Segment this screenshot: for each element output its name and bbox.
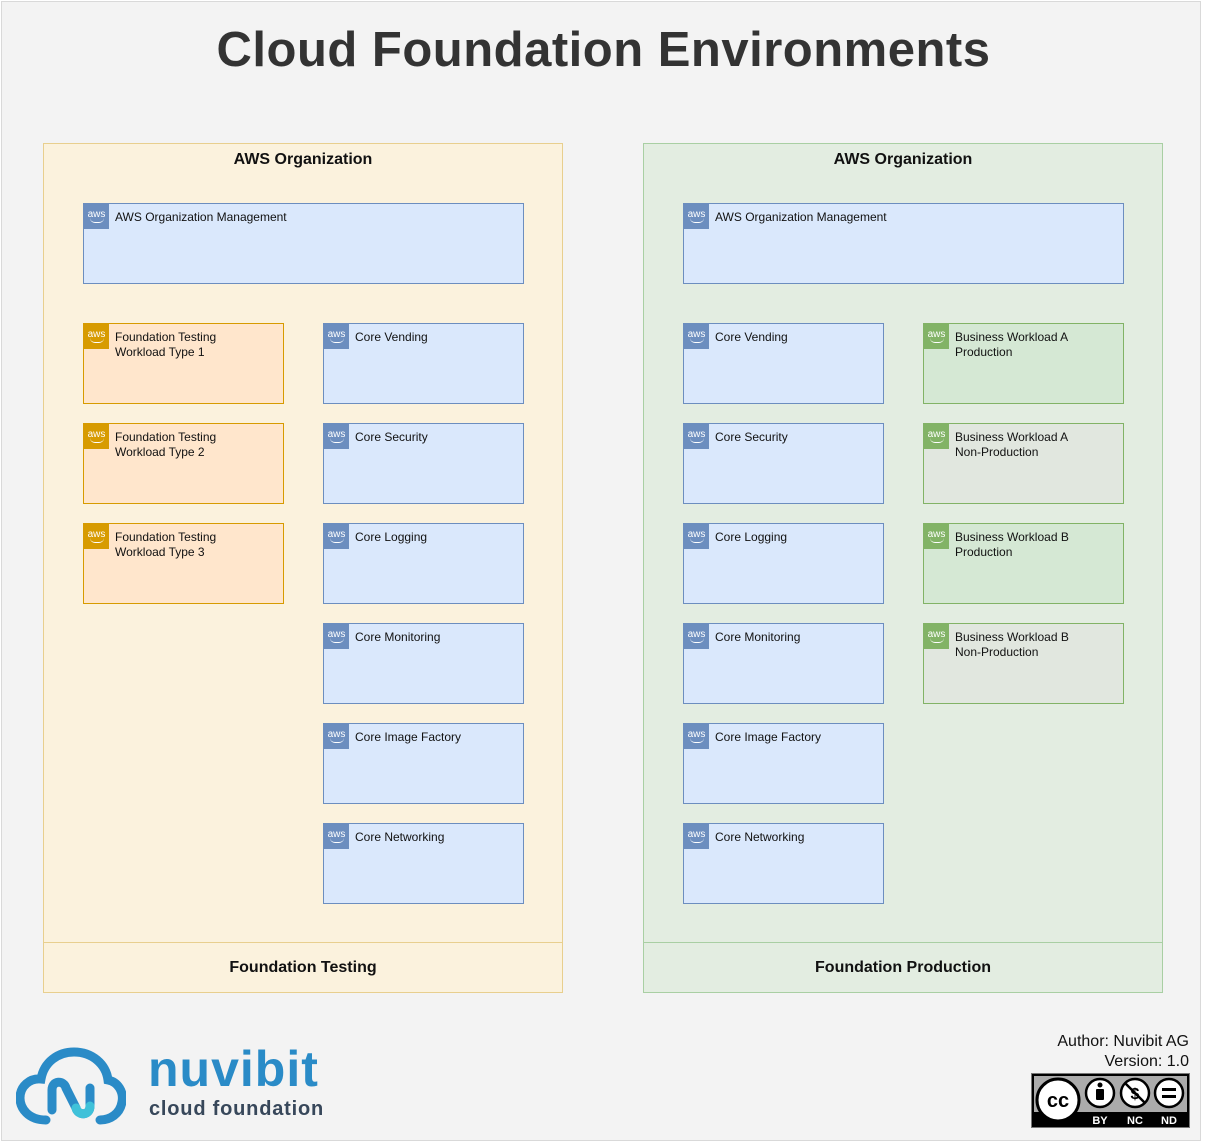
version-text: Version: 1.0 bbox=[1104, 1053, 1190, 1070]
cc-text: cc bbox=[1047, 1090, 1069, 1112]
diagram-title: Cloud Foundation Environments bbox=[216, 23, 991, 77]
author-text: Author: Nuvibit AG bbox=[1057, 1033, 1189, 1050]
aws-icon: aws bbox=[684, 524, 709, 549]
aws-icon: aws bbox=[684, 624, 709, 649]
account-core-logging: aws Core Logging bbox=[323, 523, 524, 604]
aws-icon: aws bbox=[924, 324, 949, 349]
aws-icon: aws bbox=[684, 324, 709, 349]
account-core-networking: aws Core Networking bbox=[683, 823, 884, 904]
account-core-image-factory: aws Core Image Factory bbox=[683, 723, 884, 804]
account-business-workload-b-nonprod: aws Business Workload B Non-Production bbox=[923, 623, 1124, 704]
cc-license-badge: cc $ BY NC ND bbox=[1031, 1073, 1190, 1128]
org-foundation-testing: AWS Organization aws AWS Organization Ma… bbox=[43, 143, 563, 993]
aws-icon: aws bbox=[84, 424, 109, 449]
account-core-security: aws Core Security bbox=[683, 423, 884, 504]
aws-icon: aws bbox=[684, 824, 709, 849]
account-business-workload-a-prod: aws Business Workload A Production bbox=[923, 323, 1124, 404]
account-core-security: aws Core Security bbox=[323, 423, 524, 504]
account-label: Core Image Factory bbox=[355, 730, 462, 744]
aws-icon: aws bbox=[324, 424, 349, 449]
org-label: AWS Organization bbox=[233, 151, 373, 168]
account-label: Core Image Factory bbox=[715, 730, 822, 744]
brand-tagline: cloud foundation bbox=[149, 1098, 324, 1120]
account-testing-workload-3: aws Foundation Testing Workload Type 3 bbox=[83, 523, 284, 604]
account-testing-workload-1: aws Foundation Testing Workload Type 1 bbox=[83, 323, 284, 404]
account-core-image-factory: aws Core Image Factory bbox=[323, 723, 524, 804]
account-label: Core Vending bbox=[715, 330, 788, 344]
account-label: Core Security bbox=[715, 430, 788, 444]
account-label: Business Workload B Production bbox=[955, 530, 1069, 559]
account-core-monitoring: aws Core Monitoring bbox=[683, 623, 884, 704]
cloud-logo-icon bbox=[15, 1047, 127, 1125]
aws-icon: aws bbox=[924, 624, 949, 649]
org-footer: Foundation Production bbox=[643, 942, 1163, 993]
org-footer: Foundation Testing bbox=[43, 942, 563, 993]
aws-icon: aws bbox=[684, 724, 709, 749]
environment-label: Foundation Production bbox=[815, 959, 991, 976]
aws-icon: aws bbox=[324, 524, 349, 549]
environment-label: Foundation Testing bbox=[229, 959, 377, 976]
aws-icon: aws bbox=[84, 524, 109, 549]
account-org-management: aws AWS Organization Management bbox=[683, 203, 1124, 284]
aws-icon: aws bbox=[324, 724, 349, 749]
account-label: Core Monitoring bbox=[715, 630, 801, 644]
account-core-networking: aws Core Networking bbox=[323, 823, 524, 904]
account-label: Foundation Testing Workload Type 3 bbox=[115, 530, 217, 559]
account-label: Foundation Testing Workload Type 1 bbox=[115, 330, 217, 359]
aws-icon: aws bbox=[84, 204, 109, 229]
org-label: AWS Organization bbox=[833, 151, 973, 168]
badge-nd: ND bbox=[1161, 1115, 1177, 1127]
account-label: Core Logging bbox=[715, 530, 788, 544]
badge-nc: NC bbox=[1127, 1115, 1143, 1127]
account-label: AWS Organization Management bbox=[715, 210, 887, 224]
account-core-logging: aws Core Logging bbox=[683, 523, 884, 604]
account-core-vending: aws Core Vending bbox=[683, 323, 884, 404]
account-core-monitoring: aws Core Monitoring bbox=[323, 623, 524, 704]
document-meta: Author: Nuvibit AG Version: 1.0 bbox=[1057, 1032, 1189, 1072]
aws-icon: aws bbox=[324, 824, 349, 849]
badge-by: BY bbox=[1092, 1115, 1108, 1127]
aws-icon: aws bbox=[684, 204, 709, 229]
account-label: Business Workload A Production bbox=[955, 330, 1069, 359]
account-label: Business Workload A Non-Production bbox=[955, 430, 1069, 459]
aws-icon: aws bbox=[324, 624, 349, 649]
cc-by-nc-nd-icon: cc $ BY NC ND bbox=[1032, 1074, 1189, 1127]
account-business-workload-b-prod: aws Business Workload B Production bbox=[923, 523, 1124, 604]
account-testing-workload-2: aws Foundation Testing Workload Type 2 bbox=[83, 423, 284, 504]
account-label: Core Networking bbox=[715, 830, 805, 844]
account-label: Core Security bbox=[355, 430, 428, 444]
account-org-management: aws AWS Organization Management bbox=[83, 203, 524, 284]
account-label: Core Networking bbox=[355, 830, 445, 844]
account-label: Business Workload B Non-Production bbox=[955, 630, 1069, 659]
account-label: Core Logging bbox=[355, 530, 428, 544]
account-label: Core Monitoring bbox=[355, 630, 441, 644]
account-label: Foundation Testing Workload Type 2 bbox=[115, 430, 217, 459]
aws-icon: aws bbox=[924, 424, 949, 449]
aws-icon: aws bbox=[684, 424, 709, 449]
account-business-workload-a-nonprod: aws Business Workload A Non-Production bbox=[923, 423, 1124, 504]
brand-name: nuvibit bbox=[148, 1041, 319, 1097]
account-core-vending: aws Core Vending bbox=[323, 323, 524, 404]
account-label: Core Vending bbox=[355, 330, 428, 344]
aws-icon: aws bbox=[324, 324, 349, 349]
org-foundation-production: AWS Organization aws AWS Organization Ma… bbox=[643, 143, 1163, 993]
aws-icon: aws bbox=[924, 524, 949, 549]
nuvibit-logo: nuvibit cloud foundation bbox=[15, 1041, 336, 1126]
account-label: AWS Organization Management bbox=[115, 210, 287, 224]
aws-icon: aws bbox=[84, 324, 109, 349]
